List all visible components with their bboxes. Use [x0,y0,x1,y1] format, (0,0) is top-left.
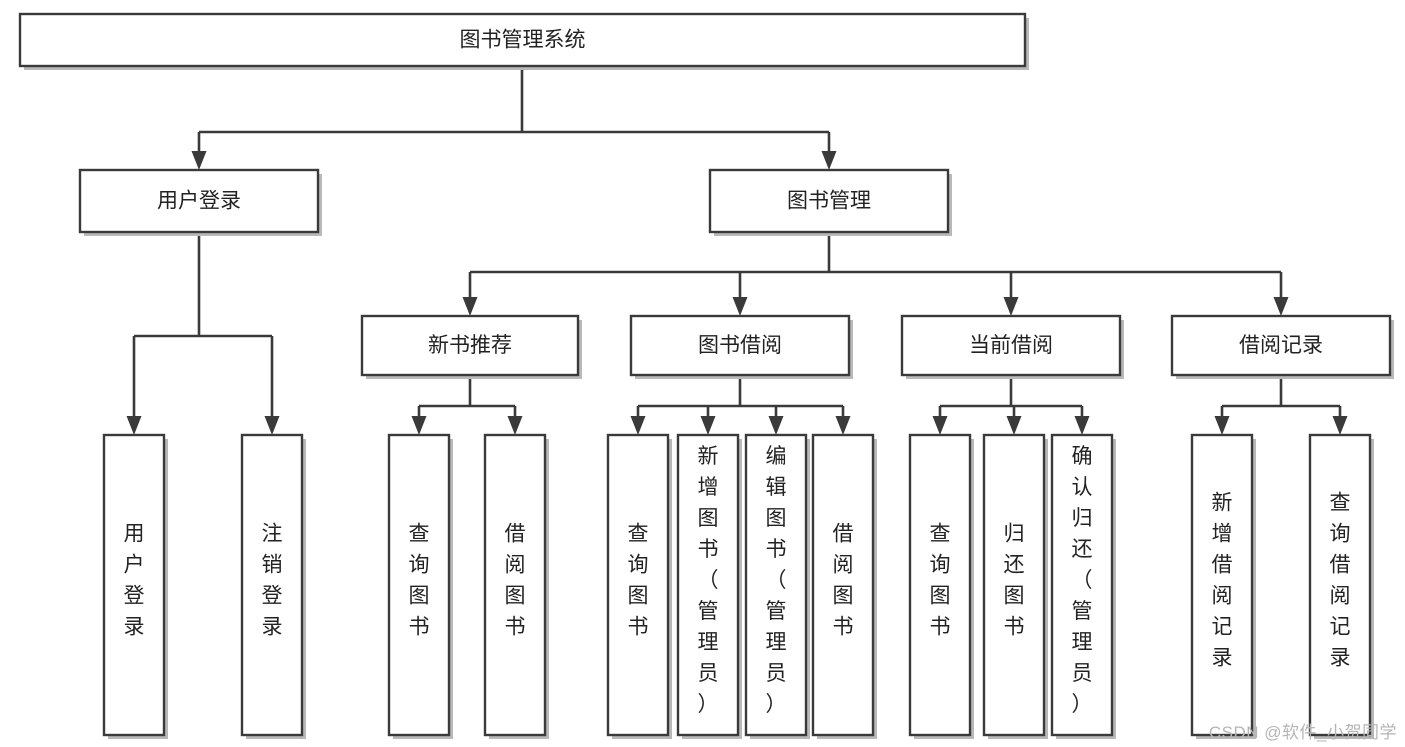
connector-new-book-recommend-to-leaves [411,375,523,435]
node-rect[interactable] [982,433,1046,737]
arrow-head-icon [1074,416,1090,435]
node-leaf-query-book-recommend[interactable]: 查询图书 [387,433,453,739]
connector-root-to-level1 [191,66,837,170]
arrow-head-icon [1332,416,1348,435]
node-label: 新增图书（管理员） [698,445,719,716]
arrow-head-icon [630,416,646,435]
arrow-head-icon [411,416,427,435]
node-label: 图书管理 [787,190,871,213]
connector-layer [126,66,1348,435]
node-leaf-query-book-borrow[interactable]: 查询图书 [606,433,672,739]
node-rect[interactable] [1190,433,1254,737]
node-leaf-borrow-book-recommend[interactable]: 借阅图书 [483,433,549,739]
node-label: 借阅图书 [505,523,526,639]
node-leaf-confirm-return[interactable]: 确认归还（管理员） [1050,433,1116,739]
node-rect[interactable] [1050,433,1114,737]
node-rect[interactable] [1308,433,1372,737]
node-label: 查询图书 [930,523,951,639]
node-rect[interactable] [360,314,580,377]
node-borrow-records[interactable]: 借阅记录 [1170,314,1394,379]
node-book-management[interactable]: 图书管理 [708,168,952,236]
node-leaf-logout[interactable]: 注销登录 [240,433,306,739]
node-current-borrow[interactable]: 当前借阅 [900,314,1124,379]
csdn-watermark: CSDN @软件_小贺同学 [1208,723,1397,742]
node-leaf-query-borrow-record[interactable]: 查询借阅记录 [1308,433,1374,739]
node-book-borrow[interactable]: 图书借阅 [629,314,853,379]
arrow-head-icon [1006,416,1022,435]
arrow-head-icon [732,297,748,316]
node-label: 借阅图书 [833,523,854,639]
node-label: 注销登录 [262,523,283,639]
node-label: 用户登录 [124,523,145,639]
connector-user-login-to-leaves [126,232,280,435]
node-rect[interactable] [606,433,670,737]
node-rect[interactable] [811,433,875,737]
node-label: 当前借阅 [969,334,1053,357]
node-label: 借阅记录 [1239,334,1323,357]
node-rect[interactable] [240,433,304,737]
node-label: 用户登录 [157,190,241,213]
node-user-login[interactable]: 用户登录 [78,168,322,236]
node-rect[interactable] [78,168,320,234]
connector-book-borrow-to-leaves [630,375,851,435]
arrow-head-icon [462,297,478,316]
node-label: 查询借阅记录 [1330,492,1351,670]
node-label: 新书推荐 [428,334,512,357]
arrow-head-icon [821,151,837,170]
node-label: 图书借阅 [698,334,782,357]
node-layer: 图书管理系统用户登录图书管理新书推荐图书借阅当前借阅借阅记录用户登录注销登录查询… [18,12,1394,739]
node-leaf-add-borrow-record[interactable]: 新增借阅记录 [1190,433,1256,739]
node-rect[interactable] [900,314,1122,377]
arrow-head-icon [126,416,142,435]
node-rect[interactable] [676,433,740,737]
node-leaf-borrow-book[interactable]: 借阅图书 [811,433,877,739]
node-rect[interactable] [387,433,451,737]
arrow-head-icon [1214,416,1230,435]
arrow-head-icon [264,416,280,435]
node-rect[interactable] [744,433,808,737]
arrow-head-icon [1273,297,1289,316]
node-label: 归还图书 [1004,523,1025,639]
node-leaf-return-book[interactable]: 归还图书 [982,433,1048,739]
node-rect[interactable] [908,433,972,737]
arrow-head-icon [835,416,851,435]
node-label: 新增借阅记录 [1212,492,1233,670]
node-new-book-recommend[interactable]: 新书推荐 [360,314,582,379]
node-rect[interactable] [483,433,547,737]
connector-current-borrow-to-leaves [932,375,1090,435]
node-rect[interactable] [708,168,950,234]
arrow-head-icon [1003,297,1019,316]
connector-borrow-records-to-leaves [1214,375,1348,435]
arrow-head-icon [507,416,523,435]
node-label: 编辑图书（管理员） [766,445,787,716]
node-root[interactable]: 图书管理系统 [18,12,1029,70]
node-label: 确认归还（管理员） [1072,445,1093,716]
arrow-head-icon [191,151,207,170]
node-label: 查询图书 [628,523,649,639]
arrow-head-icon [700,416,716,435]
node-rect[interactable] [1170,314,1392,377]
node-leaf-user-login[interactable]: 用户登录 [102,433,168,739]
node-rect[interactable] [18,12,1027,68]
node-label: 图书管理系统 [460,29,586,52]
arrow-head-icon [932,416,948,435]
node-leaf-edit-book[interactable]: 编辑图书（管理员） [744,433,810,739]
node-leaf-query-book-current[interactable]: 查询图书 [908,433,974,739]
connector-book-management-to-level2 [462,232,1289,316]
node-leaf-add-book[interactable]: 新增图书（管理员） [676,433,742,739]
node-rect[interactable] [102,433,166,737]
arrow-head-icon [768,416,784,435]
node-label: 查询图书 [409,523,430,639]
node-rect[interactable] [629,314,851,377]
